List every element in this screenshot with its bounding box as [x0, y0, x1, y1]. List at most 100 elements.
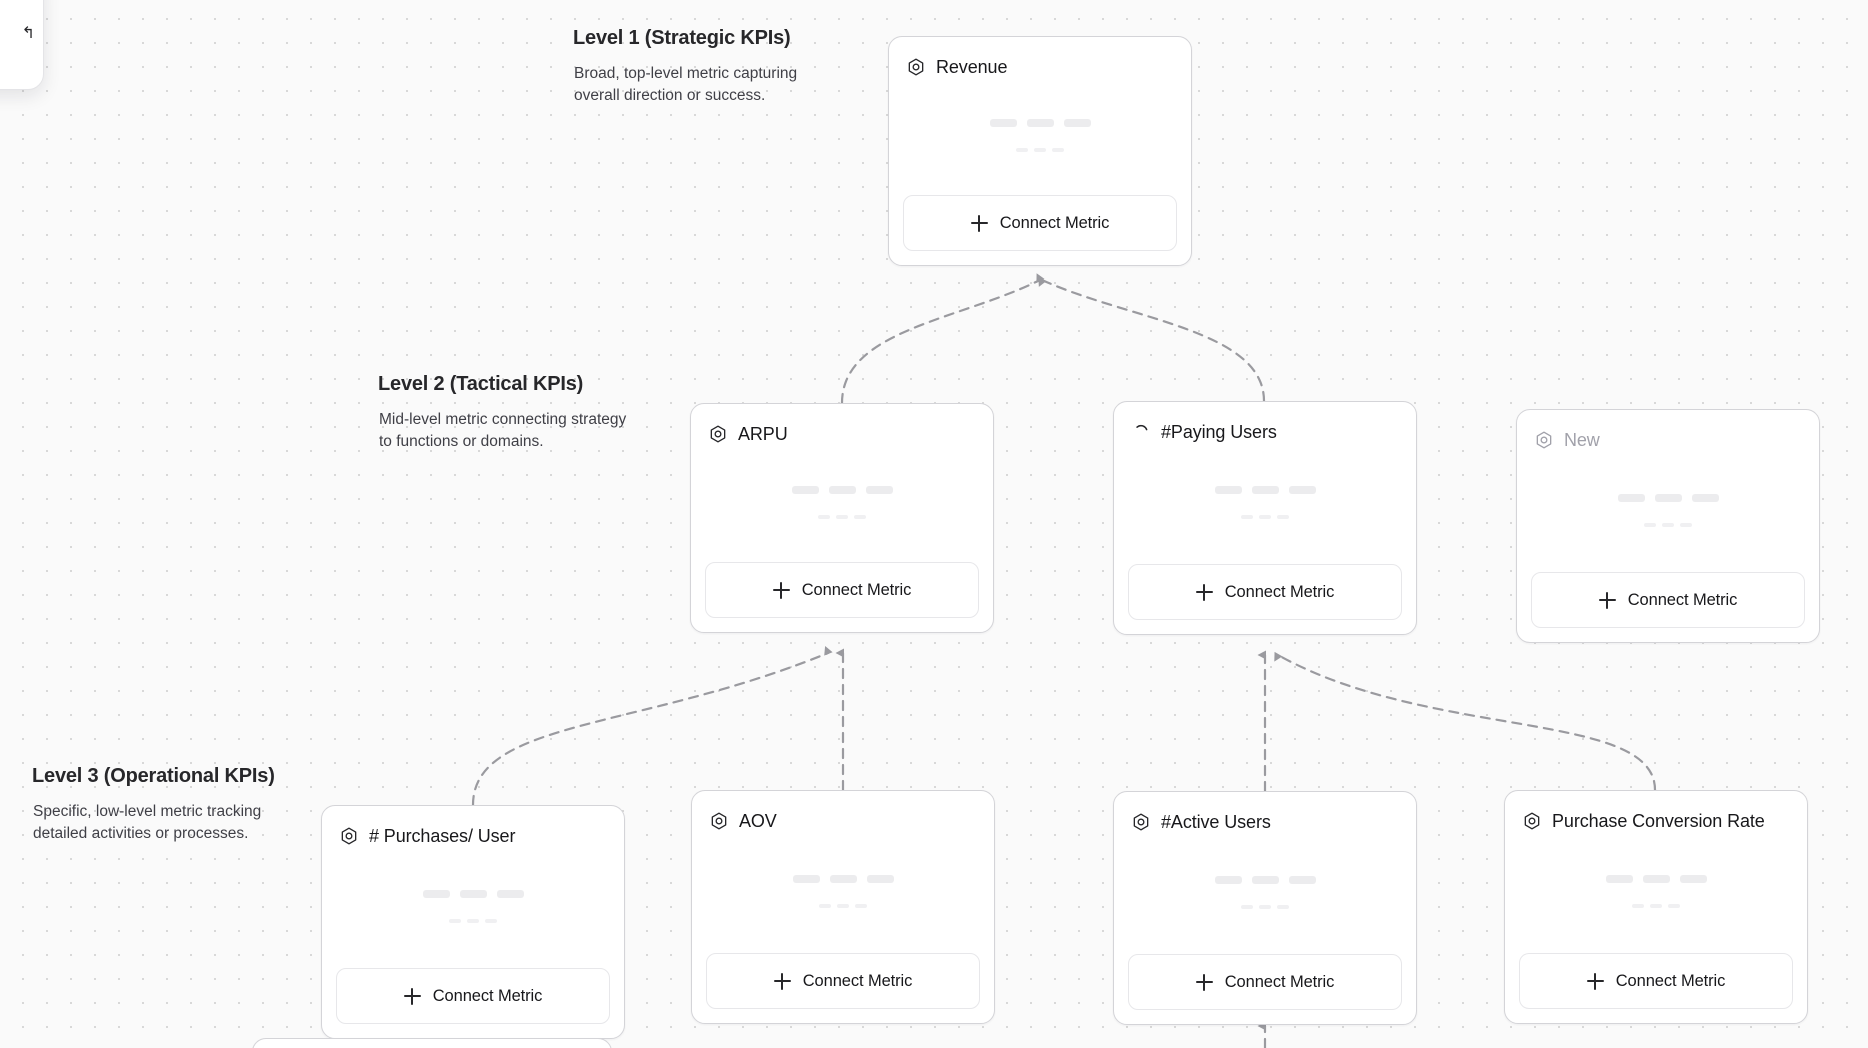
floating-corner-panel[interactable]: ↰: [0, 0, 44, 90]
connect-metric-button[interactable]: Connect Metric: [1519, 953, 1793, 1009]
skeleton-row-secondary: [1632, 903, 1680, 908]
level-label-3: Level 3 (Operational KPIs) Specific, low…: [32, 765, 282, 845]
connect-metric-button[interactable]: Connect Metric: [336, 968, 610, 1024]
skeleton-bar: [818, 514, 830, 519]
card-skeleton-body: [1531, 452, 1805, 572]
level-1-description: Broad, top-level metric capturing overal…: [574, 65, 798, 104]
skeleton-bar: [854, 514, 866, 519]
card-header: ARPU: [705, 418, 979, 446]
skeleton-row-primary: [989, 118, 1091, 127]
skeleton-bar: [1241, 514, 1253, 519]
hexagon-icon: [711, 812, 727, 830]
skeleton-bar: [459, 889, 487, 898]
skeleton-row-secondary: [1241, 514, 1289, 519]
card-title: #Paying Users: [1161, 421, 1277, 442]
connect-metric-button[interactable]: Connect Metric: [903, 195, 1177, 251]
metric-card-aov[interactable]: AOV Connect Metric: [691, 790, 995, 1024]
card-skeleton-body: [1519, 833, 1793, 953]
plus-icon: [772, 581, 790, 599]
skeleton-bar: [1605, 874, 1633, 883]
connect-metric-button[interactable]: Connect Metric: [706, 953, 980, 1009]
card-title: ARPU: [738, 423, 788, 444]
skeleton-bar: [485, 918, 497, 923]
card-skeleton-body: [1128, 834, 1402, 954]
card-title: #Active Users: [1161, 811, 1271, 832]
connect-metric-label: Connect Metric: [802, 971, 913, 990]
skeleton-bar: [828, 485, 856, 494]
skeleton-bar: [836, 514, 848, 519]
skeleton-bar: [1052, 147, 1064, 152]
metric-card-paying-users[interactable]: #Paying Users Connect Metric: [1113, 401, 1417, 635]
plus-icon: [403, 987, 421, 1005]
skeleton-bar: [1026, 118, 1054, 127]
hexagon-icon: [341, 827, 357, 845]
skeleton-bar: [1259, 514, 1271, 519]
card-title: Purchase Conversion Rate: [1552, 810, 1765, 831]
skeleton-row-primary: [422, 889, 524, 898]
card-header: #Paying Users: [1128, 416, 1402, 444]
skeleton-bar: [449, 918, 461, 923]
metric-card-new[interactable]: New Connect Metric: [1516, 409, 1820, 643]
edge-purchases-user-to-arpu: [471, 645, 833, 807]
corner-panel-glyph: ↰: [21, 25, 35, 42]
skeleton-row-primary: [791, 485, 893, 494]
level-label-2: Level 2 (Tactical KPIs) Mid-level metric…: [378, 373, 628, 453]
skeleton-bar: [1632, 903, 1644, 908]
plus-icon: [773, 972, 791, 990]
connect-metric-button[interactable]: Connect Metric: [1531, 572, 1805, 628]
metric-card-active-users[interactable]: #Active Users Connect Metric: [1113, 791, 1417, 1025]
skeleton-bar: [1241, 904, 1253, 909]
skeleton-bar: [855, 903, 867, 908]
connect-metric-button[interactable]: Connect Metric: [1128, 954, 1402, 1010]
card-skeleton-body: [903, 79, 1177, 195]
plus-icon: [970, 214, 988, 232]
hexagon-icon: [1524, 812, 1540, 830]
plus-icon: [1195, 583, 1213, 601]
hexagon-icon: [710, 425, 726, 443]
skeleton-row-secondary: [818, 514, 866, 519]
metric-card-purchases-per-user[interactable]: # Purchases/ User Connect Metric: [321, 805, 625, 1039]
skeleton-bar: [1288, 875, 1316, 884]
skeleton-bar: [819, 903, 831, 908]
hexagon-icon: [1133, 813, 1149, 831]
connect-metric-button[interactable]: Connect Metric: [705, 562, 979, 618]
card-header: Revenue: [903, 51, 1177, 79]
card-title: AOV: [739, 810, 777, 831]
metric-card-offscreen-bottom[interactable]: [252, 1038, 612, 1048]
skeleton-row-primary: [1617, 493, 1719, 502]
level-3-title: Level 3 (Operational KPIs): [32, 765, 275, 787]
skeleton-bar: [1662, 522, 1674, 527]
skeleton-row-secondary: [1241, 904, 1289, 909]
hexagon-icon: [908, 58, 924, 76]
skeleton-row-secondary: [1644, 522, 1692, 527]
skeleton-bar: [1668, 903, 1680, 908]
metric-card-arpu[interactable]: ARPU Connect Metric: [690, 403, 994, 633]
skeleton-row-secondary: [1016, 147, 1064, 152]
connect-metric-label: Connect Metric: [1224, 972, 1335, 991]
skeleton-bar: [1063, 118, 1091, 127]
skeleton-bar: [1214, 875, 1242, 884]
skeleton-bar: [1251, 875, 1279, 884]
skeleton-bar: [791, 485, 819, 494]
skeleton-row-primary: [792, 874, 894, 883]
connect-metric-label: Connect Metric: [432, 986, 543, 1005]
metric-card-purchase-conversion-rate[interactable]: Purchase Conversion Rate Connect Metric: [1504, 790, 1808, 1024]
skeleton-row-primary: [1214, 485, 1316, 494]
metric-card-revenue[interactable]: Revenue Connect Metric: [888, 36, 1192, 266]
hexagon-icon: [1536, 431, 1552, 449]
skeleton-bar: [1617, 493, 1645, 502]
skeleton-bar: [829, 874, 857, 883]
card-header: Purchase Conversion Rate: [1519, 805, 1793, 833]
level-label-1: Level 1 (Strategic KPIs) Broad, top-leve…: [573, 27, 823, 107]
connect-metric-label: Connect Metric: [1224, 582, 1335, 601]
skeleton-bar: [1259, 904, 1271, 909]
plus-icon: [1586, 972, 1604, 990]
card-title: New: [1564, 429, 1600, 450]
skeleton-row-secondary: [819, 903, 867, 908]
connect-metric-button[interactable]: Connect Metric: [1128, 564, 1402, 620]
card-skeleton-body: [706, 833, 980, 953]
skeleton-bar: [422, 889, 450, 898]
card-header: # Purchases/ User: [336, 820, 610, 848]
skeleton-bar: [1016, 147, 1028, 152]
